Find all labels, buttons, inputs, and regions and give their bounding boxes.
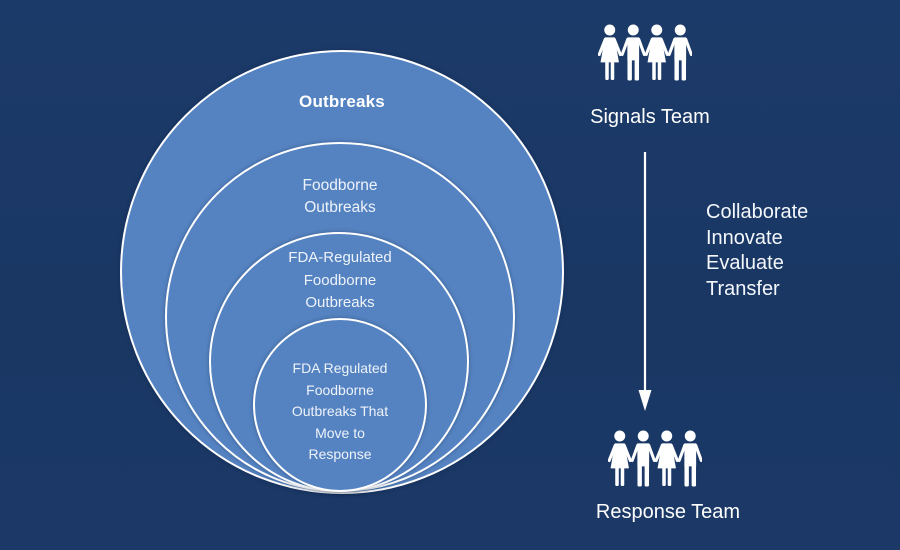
response-team-label: Response Team bbox=[595, 501, 741, 523]
signals-team-label: Signals Team bbox=[590, 106, 710, 128]
process-words: Collaborate Innovate Evaluate Transfer bbox=[706, 200, 808, 302]
fda-regulated-move-to-response-label: FDA Regulated Foodborne Outbreaks That M… bbox=[291, 360, 389, 462]
outbreaks-label: Outbreaks bbox=[299, 92, 385, 111]
process-word-innovate: Innovate bbox=[706, 226, 783, 249]
fda-regulated-foodborne-outbreaks-label: FDA-Regulated Foodborne Outbreaks bbox=[288, 249, 392, 311]
process-word-transfer: Transfer bbox=[706, 277, 780, 300]
process-word-collaborate: Collaborate bbox=[706, 201, 809, 223]
response-team-people-group-icon bbox=[608, 429, 702, 493]
down-arrow-icon bbox=[638, 152, 652, 411]
foodborne-outbreaks-label: Foodborne Outbreaks bbox=[302, 177, 378, 216]
circle-fda-regulated-move-to-response bbox=[253, 318, 427, 492]
process-word-evaluate: Evaluate bbox=[706, 252, 784, 274]
signals-team-people-group-icon bbox=[598, 23, 692, 87]
